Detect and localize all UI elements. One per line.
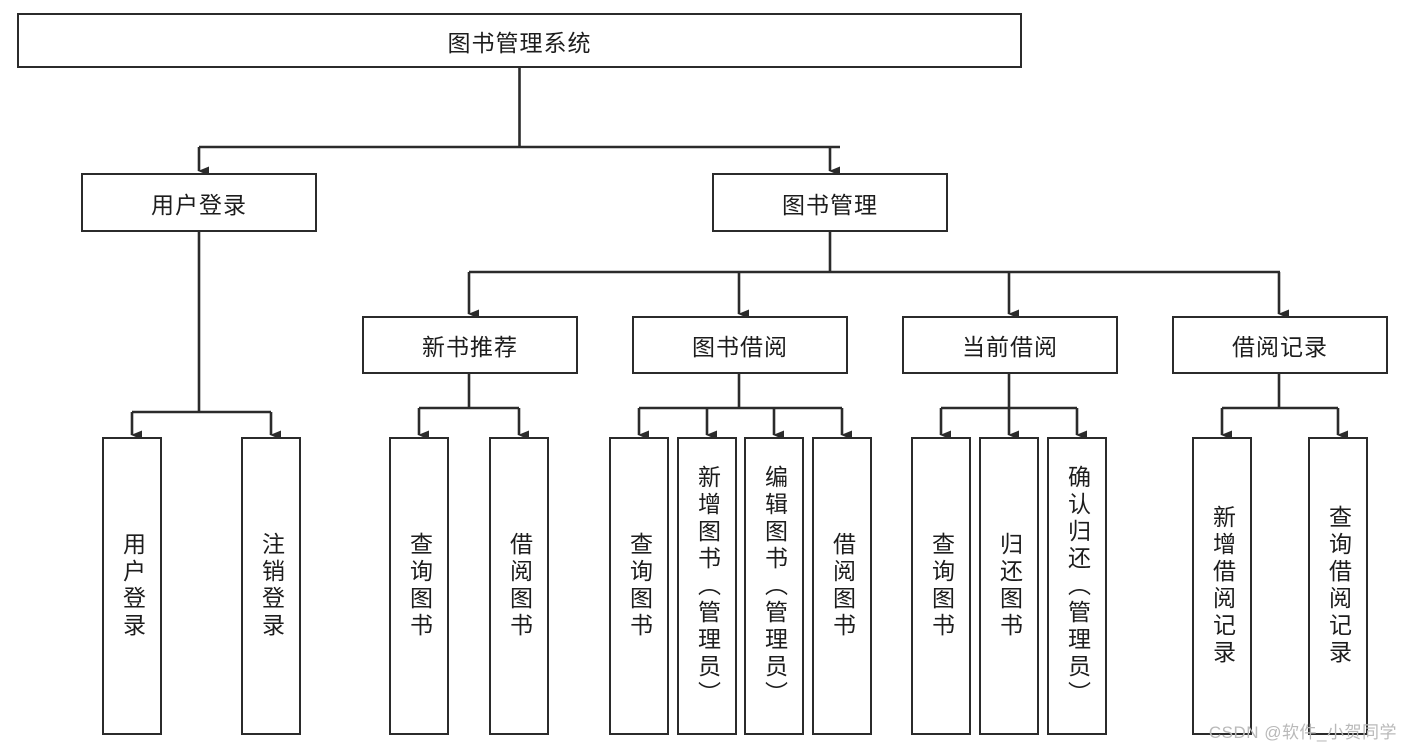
node-label: 新增借阅记录	[1209, 505, 1236, 667]
node-book-management-system[interactable]: 图书管理系统	[17, 13, 1022, 68]
node-leaf-add-book[interactable]: 新增图书（管理员）	[677, 437, 737, 735]
node-label: 当前借阅	[962, 334, 1058, 360]
node-label: 图书管理	[782, 191, 878, 218]
node-leaf-query-record[interactable]: 查询借阅记录	[1308, 437, 1368, 735]
node-label: 图书管理系统	[447, 29, 592, 56]
node-label: 查询图书	[928, 532, 955, 640]
node-label: 查询借阅记录	[1325, 505, 1352, 667]
node-leaf-return-book[interactable]: 归还图书	[979, 437, 1039, 735]
node-new-book-recommend[interactable]: 新书推荐	[362, 316, 578, 374]
node-label: 确认归还（管理员）	[1064, 464, 1091, 708]
node-label: 编辑图书（管理员）	[761, 464, 788, 708]
watermark-text: CSDN @软件_小贺同学	[1208, 723, 1397, 742]
node-leaf-user-login[interactable]: 用户登录	[102, 437, 162, 735]
node-leaf-add-record[interactable]: 新增借阅记录	[1192, 437, 1252, 735]
node-label: 用户登录	[151, 191, 247, 218]
node-label: 归还图书	[996, 532, 1023, 640]
node-label: 图书借阅	[692, 334, 788, 360]
node-leaf-confirm-return[interactable]: 确认归还（管理员）	[1047, 437, 1107, 735]
node-current-borrow[interactable]: 当前借阅	[902, 316, 1118, 374]
node-leaf-borrow-book-1[interactable]: 借阅图书	[489, 437, 549, 735]
node-label: 借阅图书	[829, 532, 856, 640]
node-leaf-query-book-2[interactable]: 查询图书	[609, 437, 669, 735]
node-label: 用户登录	[119, 532, 146, 640]
node-leaf-edit-book[interactable]: 编辑图书（管理员）	[744, 437, 804, 735]
node-label: 注销登录	[258, 532, 285, 640]
node-user-login[interactable]: 用户登录	[81, 173, 317, 232]
node-leaf-logout-login[interactable]: 注销登录	[241, 437, 301, 735]
node-book-management[interactable]: 图书管理	[712, 173, 948, 232]
node-leaf-query-book-3[interactable]: 查询图书	[911, 437, 971, 735]
node-label: 查询图书	[626, 532, 653, 640]
node-leaf-borrow-book-2[interactable]: 借阅图书	[812, 437, 872, 735]
node-leaf-query-book-1[interactable]: 查询图书	[389, 437, 449, 735]
node-borrow-record[interactable]: 借阅记录	[1172, 316, 1388, 374]
node-label: 新增图书（管理员）	[694, 464, 721, 708]
node-label: 借阅图书	[506, 532, 533, 640]
node-label: 新书推荐	[422, 334, 518, 360]
node-label: 查询图书	[406, 532, 433, 640]
node-book-borrow[interactable]: 图书借阅	[632, 316, 848, 374]
node-label: 借阅记录	[1232, 334, 1328, 360]
